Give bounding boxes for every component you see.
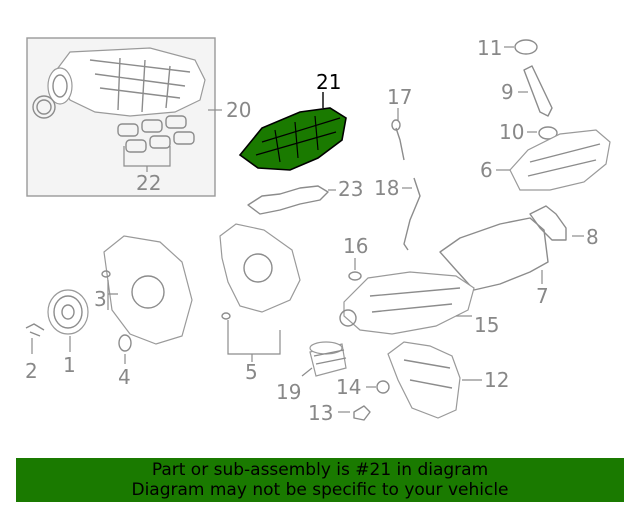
dipstick-tube-drawing bbox=[403, 177, 421, 251]
cap-drawing bbox=[514, 39, 538, 55]
label-19: 19 bbox=[276, 380, 301, 404]
label-13: 13 bbox=[308, 401, 333, 425]
oil-filler-neck-drawing bbox=[523, 65, 553, 117]
drain-washer-drawing bbox=[376, 380, 390, 394]
label-10: 10 bbox=[499, 120, 524, 144]
label-4: 4 bbox=[118, 365, 131, 389]
timing-cover-inner-drawing bbox=[219, 223, 301, 313]
label-6: 6 bbox=[480, 158, 493, 182]
label-5: 5 bbox=[245, 360, 258, 384]
crank-pulley-drawing bbox=[47, 289, 89, 335]
label-15: 15 bbox=[474, 313, 499, 337]
label-17: 17 bbox=[387, 85, 412, 109]
front-cover-drawing bbox=[103, 235, 193, 345]
seal-16-drawing bbox=[348, 271, 362, 281]
leader-5 bbox=[227, 320, 281, 362]
dipstick-drawing bbox=[391, 119, 405, 161]
oil-filter-drawing bbox=[309, 341, 347, 377]
label-1: 1 bbox=[63, 353, 76, 377]
drain-plug-drawing bbox=[353, 405, 371, 421]
pulley-bolt-drawing bbox=[25, 323, 45, 337]
label-12: 12 bbox=[484, 368, 509, 392]
lower-oil-pan-drawing bbox=[387, 341, 461, 419]
label-18: 18 bbox=[374, 176, 399, 200]
banner-line-2: Diagram may not be specific to your vehi… bbox=[131, 480, 509, 500]
label-22: 22 bbox=[136, 171, 161, 195]
label-3: 3 bbox=[94, 287, 107, 311]
upper-intake-manifold-drawing bbox=[47, 47, 206, 117]
label-14: 14 bbox=[336, 375, 361, 399]
leader-22 bbox=[123, 146, 171, 172]
label-7: 7 bbox=[536, 284, 549, 308]
label-20: 20 bbox=[226, 98, 251, 122]
label-9: 9 bbox=[501, 80, 514, 104]
label-8: 8 bbox=[586, 225, 599, 249]
label-21: 21 bbox=[316, 70, 341, 94]
leader-3 bbox=[107, 280, 118, 310]
banner-line-1: Part or sub-assembly is #21 in diagram bbox=[151, 460, 489, 480]
filler-seal-drawing bbox=[538, 126, 558, 140]
intake-gasket-drawing bbox=[247, 185, 329, 215]
label-16: 16 bbox=[343, 234, 368, 258]
lower-intake-manifold-highlighted[interactable] bbox=[238, 107, 347, 171]
upper-oil-pan-drawing bbox=[343, 271, 475, 335]
front-seal-drawing bbox=[118, 334, 132, 352]
upper-manifold-gasket-set bbox=[117, 115, 195, 153]
label-23: 23 bbox=[338, 177, 363, 201]
label-2: 2 bbox=[25, 359, 38, 383]
info-banner: Part or sub-assembly is #21 in diagram D… bbox=[16, 458, 624, 502]
throttle-gasket-ring bbox=[32, 95, 56, 119]
label-11: 11 bbox=[477, 36, 502, 60]
leader-19 bbox=[301, 367, 313, 377]
valve-cover-gasket-drawing bbox=[529, 205, 567, 241]
